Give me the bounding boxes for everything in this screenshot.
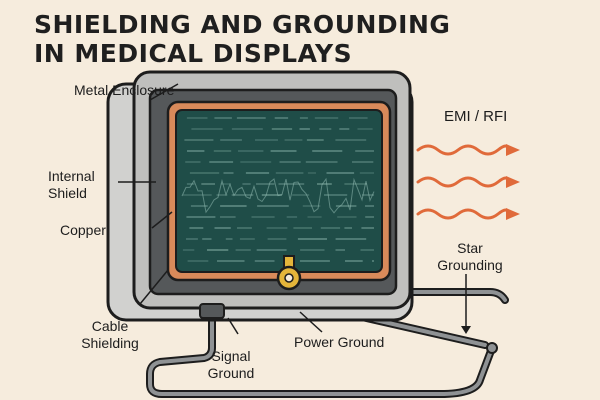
screen-noise-trace xyxy=(181,177,375,214)
label-star-grounding: Star Grounding xyxy=(430,240,510,274)
screen-noise xyxy=(181,117,375,262)
title-line-1: SHIELDING AND GROUNDING xyxy=(34,10,451,39)
label-cable-shielding-line2: Shielding xyxy=(81,335,139,351)
star-ground-point xyxy=(486,342,498,354)
emi-rfi-waves xyxy=(416,144,520,220)
display-screen xyxy=(175,109,383,273)
label-emi-rfi: EMI / RFI xyxy=(444,108,508,125)
label-internal-shield-line1: Internal xyxy=(48,168,95,184)
label-signal-ground-line1: Signal xyxy=(211,348,251,364)
label-star-grounding-line2: Grounding xyxy=(437,257,503,273)
label-cable-shielding-line1: Cable xyxy=(91,318,129,334)
cable-connector xyxy=(199,303,225,319)
leader-lines xyxy=(118,83,471,335)
label-internal-shield-line2: Shield xyxy=(48,185,87,201)
label-power-ground: Power Ground xyxy=(294,334,385,350)
label-star-grounding-line1: Star xyxy=(457,240,483,256)
label-signal-ground: Signal Ground xyxy=(196,348,266,382)
label-signal-ground-line2: Ground xyxy=(207,365,255,381)
label-internal-shield: Internal Shield xyxy=(48,168,95,202)
title-line-2: IN MEDICAL DISPLAYS xyxy=(34,39,353,68)
label-metal-enclosure: Metal Enclosure xyxy=(74,82,175,98)
ground-lug xyxy=(276,255,302,291)
label-cable-shielding: Cable Shielding xyxy=(70,318,150,352)
label-copper: Copper xyxy=(60,222,106,238)
diagram-title: SHIELDING AND GROUNDING IN MEDICAL DISPL… xyxy=(34,10,450,68)
monitor xyxy=(106,70,414,322)
